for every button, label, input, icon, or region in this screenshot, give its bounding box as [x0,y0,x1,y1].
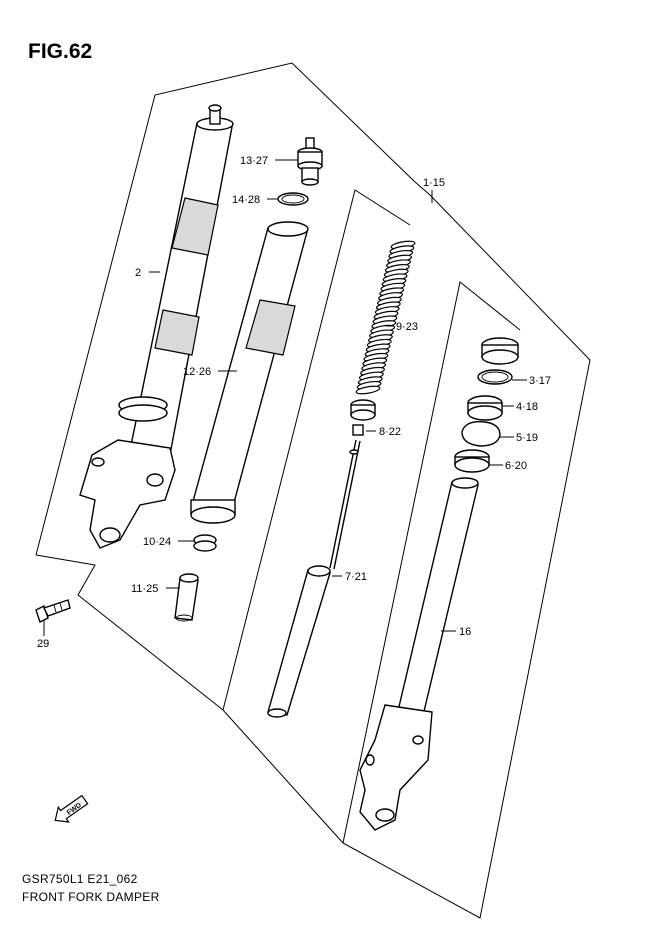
callout-1-15: 1·15 [423,177,445,189]
oil-seal [467,395,503,421]
assembly-frame-inner [222,189,411,711]
callout-7-21: 7·21 [345,571,367,583]
callout-10-24: 10·24 [143,536,171,548]
damper-bushing [193,534,217,552]
callout-11-25: 11·25 [131,583,158,595]
callout-5-19: 5·19 [516,432,538,444]
callout-12-26: 12·26 [183,366,211,378]
outer-fork-tube [79,104,234,549]
callout-4-18: 4·18 [516,401,538,413]
callout-29: 29 [37,638,49,650]
o-ring-inner [281,194,305,204]
lower-fork-leg [359,477,479,831]
diagram-name: FRONT FORK DAMPER [22,890,160,904]
assembly-frame-right-inner [342,281,521,844]
slide-bushing-inner [481,371,509,383]
callout-8-22: 8·22 [379,426,401,438]
fwd-arrow-icon: FWD [54,794,89,823]
model-code: GSR750L1 E21_062 [22,872,138,886]
assembly-frame-left-bottom [35,554,224,711]
damper-cartridge [267,439,361,718]
assembly-frame-left [35,62,416,556]
spring-coil [355,385,381,395]
inner-fork-tube [190,221,309,524]
callout-16: 16 [459,626,471,638]
assembly-frame-bottom [222,709,344,844]
dust-seal [454,449,490,473]
callout-2: 2 [135,267,141,279]
oil-lock-piece [174,573,199,622]
callout-9-23: 9·23 [396,321,418,333]
bolt [35,599,71,623]
spring-spacer [350,399,376,436]
guide-bushing [481,337,519,365]
fwd-label: FWD [66,802,83,817]
figure-title: FIG.62 [28,40,93,63]
callout-3-17: 3·17 [529,375,551,387]
callout-14-28: 14·28 [232,194,260,206]
oil-seal-stopper-ring [461,421,501,447]
fork-cap-adjuster [297,137,323,186]
fork-spring [355,240,416,395]
assembly-frame-right [342,181,591,919]
callout-6-20: 6·20 [505,460,527,472]
callout-13-27: 13·27 [240,155,268,167]
